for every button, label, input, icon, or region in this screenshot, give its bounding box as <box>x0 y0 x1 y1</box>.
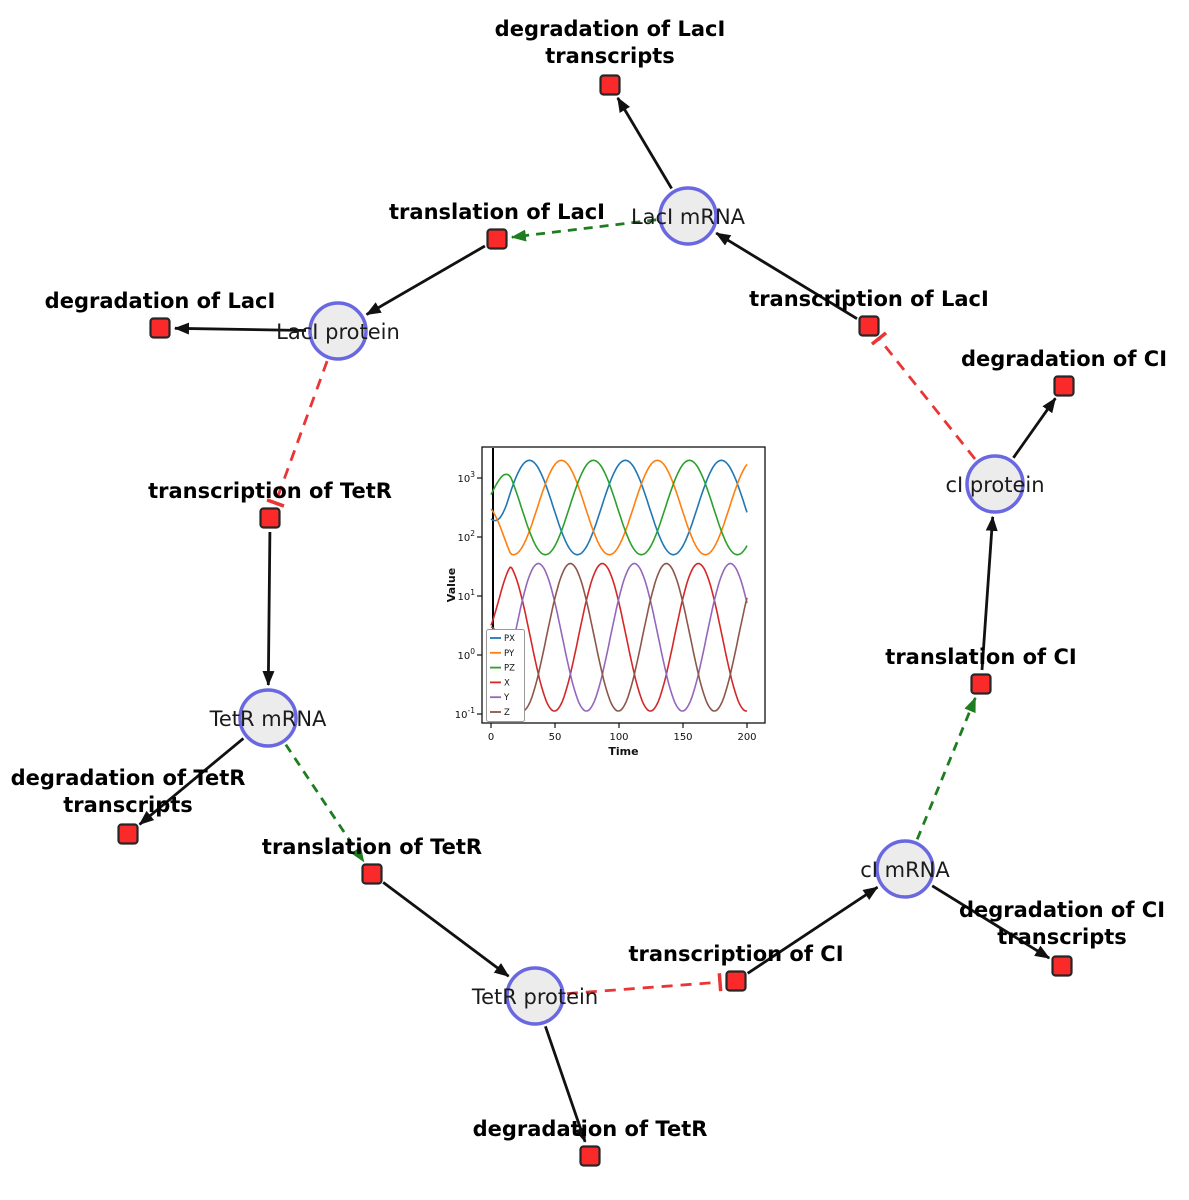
legend-label-X: X <box>504 678 510 688</box>
species-circle-laci-protein[interactable] <box>308 301 368 361</box>
species-label-laci-mrna: LacI mRNA <box>631 205 746 229</box>
reaction-node-degradation-laci[interactable] <box>149 317 171 339</box>
edge-laci-mrna-translation-laci <box>510 218 657 242</box>
reaction-node-translation-ci[interactable] <box>970 673 992 695</box>
edge-laci-mrna-degradation-laci-transcripts <box>616 97 673 190</box>
reaction-label-degradation-ci-transcripts-line0: degradation of CI <box>959 898 1165 922</box>
x-tick-50: 50 <box>549 732 562 743</box>
edge-transcription-tetr-tetr-mrna <box>262 531 275 686</box>
reaction-square-translation-tetr[interactable] <box>361 863 383 885</box>
edge-translation-ci-ci-protein <box>980 515 998 671</box>
reaction-label-transcription-tetr-line0: transcription of TetR <box>148 479 392 503</box>
reaction-square-degradation-tetr-transcripts[interactable] <box>117 823 139 845</box>
reaction-label-degradation-tetr-line0: degradation of TetR <box>473 1117 708 1141</box>
y-axis-label: Value <box>445 568 458 602</box>
reaction-label-transcription-ci-line0: transcription of CI <box>628 942 843 966</box>
species-label-ci-protein: cI protein <box>945 473 1044 497</box>
reaction-label-degradation-ci-transcripts-line1: transcripts <box>997 925 1127 949</box>
reaction-node-transcription-tetr[interactable] <box>259 507 281 529</box>
reaction-node-transcription-laci[interactable] <box>858 315 880 337</box>
reaction-label-degradation-laci-transcripts-line1: transcripts <box>545 44 675 68</box>
edges-layer <box>138 97 1057 1143</box>
series-PZ <box>490 459 748 556</box>
reaction-square-transcription-laci[interactable] <box>858 315 880 337</box>
reaction-label-degradation-tetr-transcripts-line1: transcripts <box>63 793 193 817</box>
reaction-square-degradation-tetr[interactable] <box>579 1145 601 1167</box>
reaction-node-degradation-tetr-transcripts[interactable] <box>117 823 139 845</box>
species-node-laci-protein[interactable] <box>308 301 368 361</box>
reaction-label-transcription-laci-line0: transcription of LacI <box>749 287 989 311</box>
edge-transcription-ci-ci-mrna <box>746 886 879 975</box>
reaction-label-degradation-ci-line0: degradation of CI <box>961 347 1167 371</box>
legend-label-PY: PY <box>504 649 515 659</box>
x-tick-0: 0 <box>488 732 494 743</box>
reaction-node-degradation-ci[interactable] <box>1053 375 1075 397</box>
plot-frame <box>481 446 766 724</box>
edge-ci-mrna-translation-ci <box>915 696 977 840</box>
reaction-node-transcription-ci[interactable] <box>725 970 747 992</box>
x-tick-100: 100 <box>609 732 628 743</box>
edge-ci-protein-transcription-laci <box>870 331 977 460</box>
reaction-node-degradation-laci-transcripts[interactable] <box>599 74 621 96</box>
reaction-square-transcription-ci[interactable] <box>725 970 747 992</box>
reaction-label-degradation-laci-line0: degradation of LacI <box>45 289 276 313</box>
reaction-label-translation-laci-line0: translation of LacI <box>389 200 605 224</box>
series-X <box>490 562 747 712</box>
species-circle-tetr-protein[interactable] <box>505 966 565 1026</box>
edge-transcription-laci-laci-mrna <box>715 231 858 320</box>
x-tick-150: 150 <box>673 732 692 743</box>
reaction-label-translation-tetr-line0: translation of TetR <box>262 835 482 859</box>
edge-laci-protein-transcription-tetr <box>266 360 329 508</box>
edge-tetr-mrna-degradation-tetr-transcripts <box>138 737 245 826</box>
species-node-tetr-protein[interactable] <box>505 966 565 1026</box>
species-circle-laci-mrna[interactable] <box>658 186 718 246</box>
edge-tetr-protein-degradation-tetr <box>544 1025 587 1143</box>
species-circle-tetr-mrna[interactable] <box>238 688 298 748</box>
edge-ci-mrna-degradation-ci-transcripts <box>931 884 1051 960</box>
reaction-node-degradation-tetr[interactable] <box>579 1145 601 1167</box>
series-Y <box>490 562 748 712</box>
reaction-square-degradation-laci[interactable] <box>149 317 171 339</box>
species-circle-ci-mrna[interactable] <box>875 839 935 899</box>
reaction-label-degradation-laci-transcripts-line0: degradation of LacI <box>495 17 726 41</box>
edge-translation-laci-laci-protein <box>365 244 486 316</box>
species-label-tetr-protein: TetR protein <box>471 985 598 1009</box>
reaction-square-translation-ci[interactable] <box>970 673 992 695</box>
x-tick-200: 200 <box>737 732 756 743</box>
reaction-label-translation-ci-line0: translation of CI <box>885 645 1076 669</box>
species-label-laci-protein: LacI protein <box>276 320 400 344</box>
reaction-square-transcription-tetr[interactable] <box>259 507 281 529</box>
edge-tetr-mrna-translation-tetr <box>284 743 365 863</box>
reaction-node-translation-tetr[interactable] <box>361 863 383 885</box>
species-node-ci-mrna[interactable] <box>875 839 935 899</box>
reaction-label-degradation-tetr-transcripts-line0: degradation of TetR <box>11 766 246 790</box>
species-node-ci-protein[interactable] <box>965 454 1025 514</box>
reaction-square-degradation-ci-transcripts[interactable] <box>1051 955 1073 977</box>
edge-translation-tetr-tetr-protein <box>382 881 510 978</box>
reaction-square-degradation-laci-transcripts[interactable] <box>599 74 621 96</box>
legend-label-PX: PX <box>504 634 515 644</box>
edge-ci-protein-degradation-ci <box>1012 397 1057 459</box>
reaction-square-degradation-ci[interactable] <box>1053 375 1075 397</box>
edge-laci-protein-degradation-laci <box>174 322 307 335</box>
reaction-node-degradation-ci-transcripts[interactable] <box>1051 955 1073 977</box>
reaction-node-translation-laci[interactable] <box>486 228 508 250</box>
species-label-ci-mrna: cI mRNA <box>860 858 950 882</box>
species-node-tetr-mrna[interactable] <box>238 688 298 748</box>
legend-label-Z: Z <box>504 708 510 718</box>
species-node-laci-mrna[interactable] <box>658 186 718 246</box>
edge-tetr-protein-transcription-ci <box>566 973 723 995</box>
species-label-tetr-mrna: TetR mRNA <box>209 707 327 731</box>
series-PY <box>490 459 748 556</box>
legend-label-PZ: PZ <box>504 664 515 674</box>
x-axis-label: Time <box>608 745 638 758</box>
reaction-square-translation-laci[interactable] <box>486 228 508 250</box>
series-PX <box>490 459 748 556</box>
legend-label-Y: Y <box>503 693 510 703</box>
chart-legend: PX PY PZ XYZ <box>486 629 525 722</box>
species-circle-ci-protein[interactable] <box>965 454 1025 514</box>
series-Z <box>490 562 748 712</box>
